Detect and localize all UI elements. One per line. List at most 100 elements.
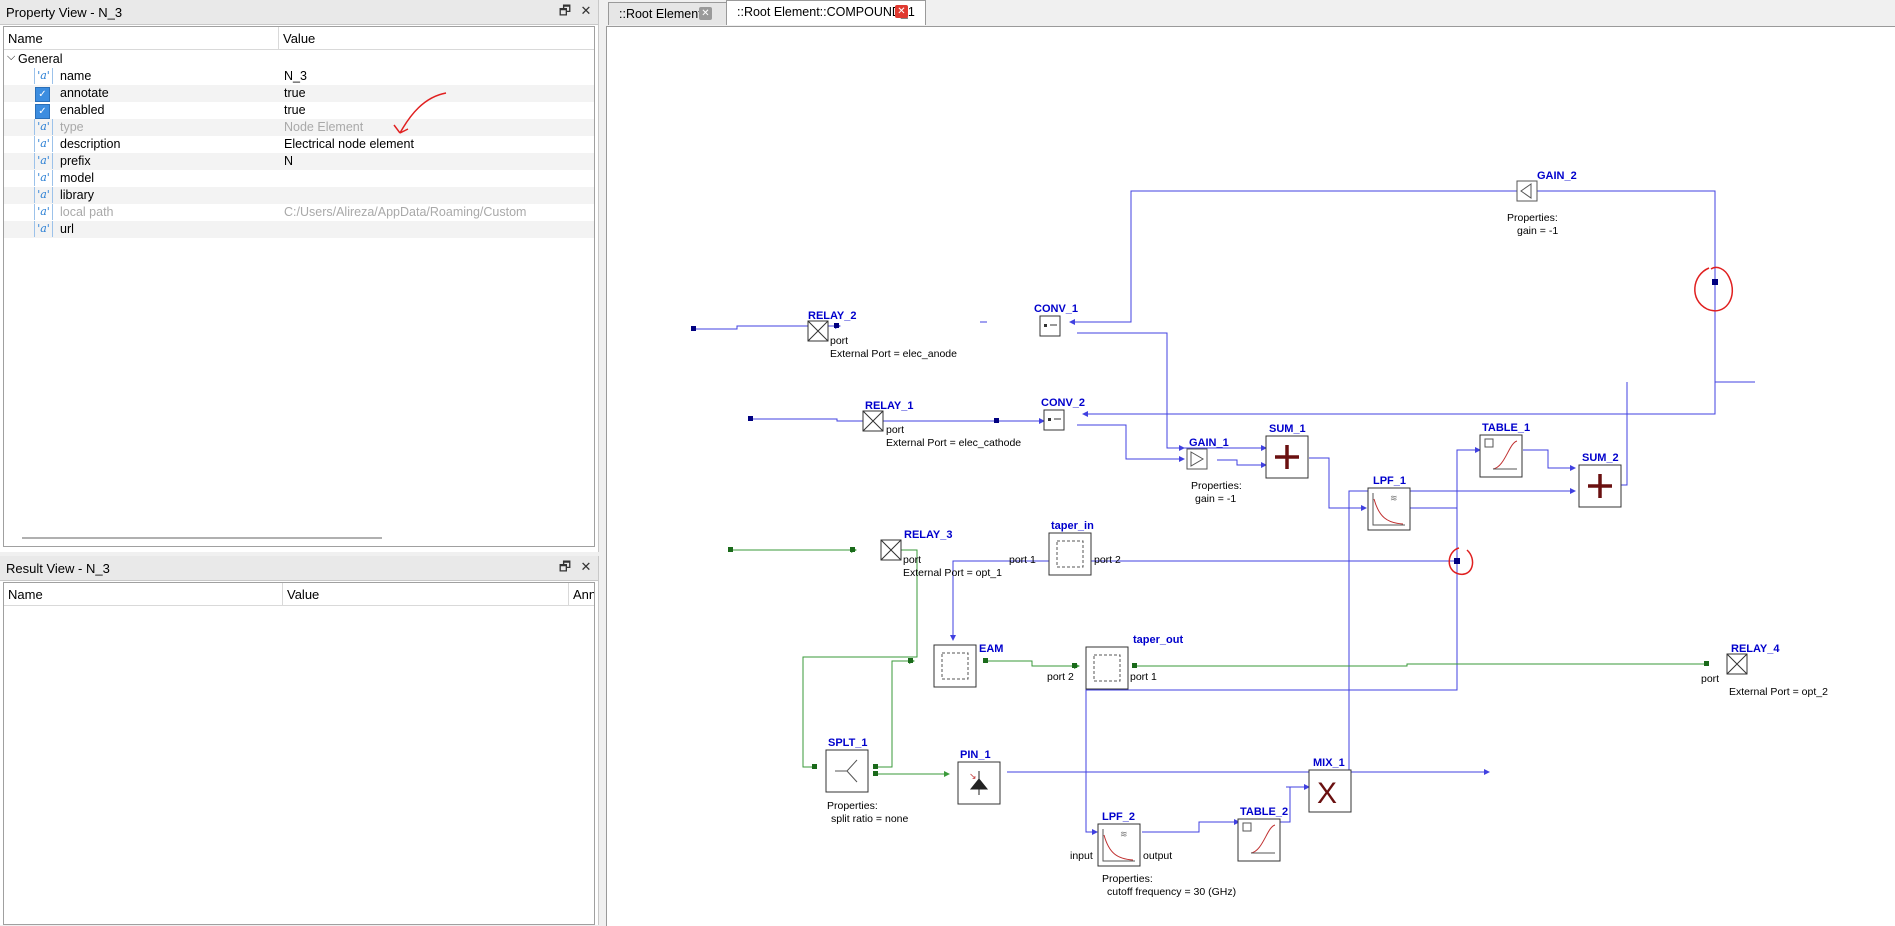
sum2-block[interactable]: SUM_2 <box>1578 452 1622 508</box>
relay1-port: port <box>886 424 904 436</box>
splt1-name: SPLT_1 <box>828 737 868 749</box>
checkbox-checked-icon[interactable]: ✓ <box>35 104 50 119</box>
close-icon[interactable]: ✕ <box>580 559 592 574</box>
taper-out-port1: port 1 <box>1130 671 1157 683</box>
eam-block[interactable]: EAM <box>933 643 1003 688</box>
gain1-name: GAIN_1 <box>1189 437 1229 449</box>
group-general[interactable]: ⌵ General <box>4 51 594 68</box>
restore-icon[interactable]: 🗗 <box>558 3 572 18</box>
horizontal-scrollbar[interactable] <box>22 537 382 539</box>
column-header-annotation[interactable]: Ann <box>573 587 595 602</box>
column-header-value[interactable]: Value <box>287 587 320 602</box>
result-grid-header: Name Value Ann <box>4 583 594 606</box>
splt1-props-title: Properties: <box>827 800 878 812</box>
annotation-arrow <box>393 92 447 134</box>
property-view-title: Property View - N_3 <box>6 5 123 20</box>
gain2-props-title: Properties: <box>1507 212 1558 224</box>
property-grid: Name Value ⌵ General 'a' name N_3 ✓ anno… <box>3 26 595 547</box>
lpf2-props-title: Properties: <box>1102 873 1153 885</box>
svg-text:≋: ≋ <box>1120 829 1128 839</box>
lpf1-block[interactable]: ≋ LPF_1 <box>1367 475 1411 531</box>
schematic-canvas[interactable]: GAIN_2 Properties: gain = -1 RELAY_2 por… <box>606 26 1895 926</box>
property-name: annotate <box>60 86 109 100</box>
string-type-icon: 'a' <box>34 170 53 186</box>
property-name: description <box>60 137 121 151</box>
lpf2-block[interactable]: ≋ LPF_2 input output Properties: cutoff … <box>1070 811 1236 898</box>
pin1-block[interactable]: ↘ PIN_1 <box>957 749 1001 805</box>
taper-in-block[interactable]: taper_in port 1 port 2 <box>1009 520 1121 576</box>
sum1-block[interactable]: SUM_1 <box>1265 423 1309 479</box>
optical-wires <box>732 547 1707 777</box>
editor-tab-bar: ::Root Element ✕ ::Root Element::COMPOUN… <box>606 0 1895 26</box>
close-icon[interactable]: ✕ <box>699 7 712 20</box>
close-icon[interactable]: ✕ <box>895 5 908 18</box>
schematic-svg[interactable]: GAIN_2 Properties: gain = -1 RELAY_2 por… <box>607 27 1895 926</box>
property-name: enabled <box>60 103 105 117</box>
column-header-name[interactable]: Name <box>8 587 43 602</box>
taper-in-name: taper_in <box>1051 520 1094 532</box>
property-row-library[interactable]: 'a' library <box>4 187 594 204</box>
result-view-titlebar: Result View - N_3 🗗 ✕ <box>0 556 598 581</box>
property-view-panel: Property View - N_3 🗗 ✕ Name Value ⌵ Gen… <box>0 0 599 552</box>
relay3-ext: External Port = opt_1 <box>903 567 1002 579</box>
property-row-description[interactable]: 'a' description Electrical node element <box>4 136 594 153</box>
taper-in-port1: port 1 <box>1009 554 1036 566</box>
restore-icon[interactable]: 🗗 <box>558 559 572 574</box>
property-value[interactable]: Electrical node element <box>284 137 414 151</box>
property-row-enabled[interactable]: ✓ enabled true <box>4 102 594 119</box>
multiply-icon: X <box>1317 777 1337 810</box>
sum2-name: SUM_2 <box>1582 452 1619 464</box>
conv2-name: CONV_2 <box>1041 397 1085 409</box>
gain2-name: GAIN_2 <box>1537 170 1577 182</box>
string-type-icon: 'a' <box>34 119 53 135</box>
tab-root-element[interactable]: ::Root Element ✕ <box>608 2 730 25</box>
result-grid: Name Value Ann <box>3 582 595 925</box>
mix1-block[interactable]: X MIX_1 <box>1308 757 1352 813</box>
property-value[interactable]: N <box>284 154 294 168</box>
property-name: type <box>60 120 84 134</box>
property-row-annotate[interactable]: ✓ annotate true <box>4 85 594 102</box>
relay3-block[interactable]: RELAY_3 port External Port = opt_1 <box>880 529 1002 579</box>
relay2-name: RELAY_2 <box>808 310 857 322</box>
lpf2-name: LPF_2 <box>1102 811 1135 823</box>
gain2-block[interactable]: GAIN_2 Properties: gain = -1 <box>1507 170 1577 237</box>
conv2-block[interactable]: CONV_2 <box>1041 397 1085 431</box>
table1-block[interactable]: TABLE_1 <box>1479 422 1530 478</box>
relay2-block[interactable]: RELAY_2 port External Port = elec_anode <box>807 310 957 360</box>
property-row-prefix[interactable]: 'a' prefix N <box>4 153 594 170</box>
property-row-url[interactable]: 'a' url <box>4 221 594 238</box>
relay4-port: port <box>1701 673 1719 685</box>
property-row-model[interactable]: 'a' model <box>4 170 594 187</box>
taper-out-port2: port 2 <box>1047 671 1074 683</box>
property-value[interactable]: true <box>284 86 306 100</box>
string-type-icon: 'a' <box>34 187 53 203</box>
relay4-block[interactable]: RELAY_4 port External Port = opt_2 <box>1701 643 1828 698</box>
property-value[interactable]: N_3 <box>284 69 307 83</box>
relay3-name: RELAY_3 <box>904 529 953 541</box>
column-header-name[interactable]: Name <box>8 31 43 46</box>
svg-text:↘: ↘ <box>969 771 977 781</box>
taper-out-block[interactable]: taper_out port 2 port 1 <box>1047 634 1183 690</box>
column-header-value[interactable]: Value <box>283 31 316 46</box>
relay1-block[interactable]: RELAY_1 port External Port = elec_cathod… <box>862 400 1021 449</box>
relay2-ext: External Port = elec_anode <box>830 348 957 360</box>
splt1-block[interactable]: SPLT_1 Properties: split ratio = none <box>825 737 909 825</box>
chevron-down-icon[interactable]: ⌵ <box>7 51 16 63</box>
string-type-icon: 'a' <box>34 221 53 237</box>
conv1-block[interactable]: CONV_1 <box>1034 303 1078 337</box>
property-value[interactable]: true <box>284 103 306 117</box>
property-name: prefix <box>60 154 91 168</box>
gain1-block[interactable]: GAIN_1 Properties: gain = -1 <box>1186 437 1242 505</box>
tab-compound-1[interactable]: ::Root Element::COMPOUND_1 ✕ <box>726 0 926 25</box>
close-icon[interactable]: ✕ <box>580 3 592 18</box>
relay1-name: RELAY_1 <box>865 400 914 412</box>
lpf2-input: input <box>1070 850 1093 862</box>
relay4-name: RELAY_4 <box>1731 643 1780 655</box>
checkbox-checked-icon[interactable]: ✓ <box>35 87 50 102</box>
property-row-local-path: 'a' local path C:/Users/Alireza/AppData/… <box>4 204 594 221</box>
relay4-ext: External Port = opt_2 <box>1729 686 1828 698</box>
table2-block[interactable]: TABLE_2 <box>1237 806 1288 862</box>
property-name: library <box>60 188 95 202</box>
property-name: model <box>60 171 95 185</box>
property-row-name[interactable]: 'a' name N_3 <box>4 68 594 85</box>
